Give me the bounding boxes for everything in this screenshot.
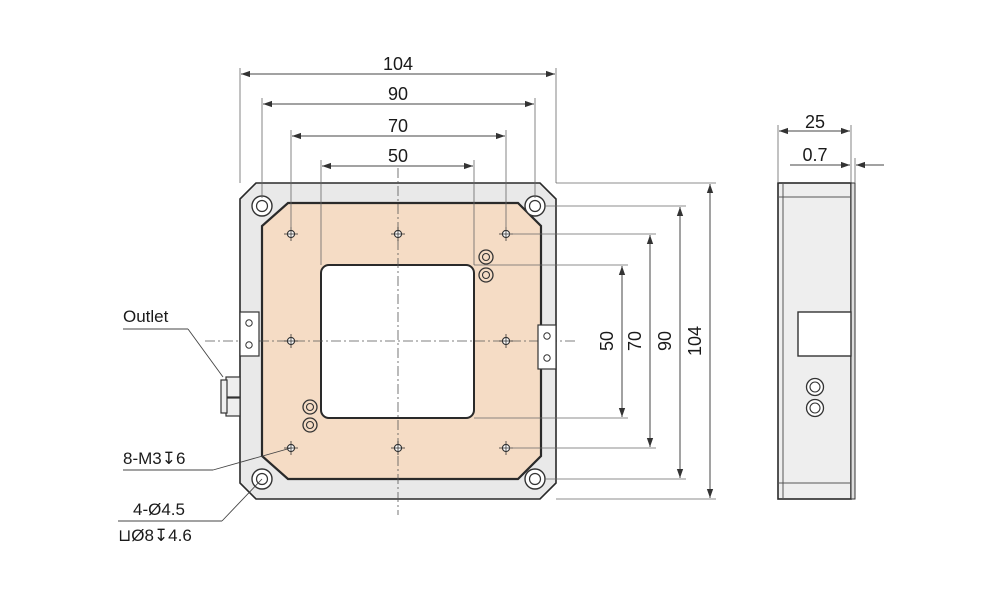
callouts: Outlet 8-M3↧6 4-Ø4.5 ⊔Ø8↧4.6 [118, 307, 292, 545]
side-fittings [805, 377, 825, 418]
right-dimensions: 50 70 90 104 [474, 182, 716, 500]
side-connector [797, 311, 852, 357]
label-m3-holes: 8-M3↧6 [123, 449, 185, 468]
center-aperture [320, 264, 475, 419]
side-dimensions: 25 0.7 [777, 112, 884, 183]
plate-fittings [302, 249, 494, 433]
outlet-connector [220, 376, 241, 417]
dim-right-50: 50 [597, 331, 617, 351]
dim-right-90: 90 [655, 331, 675, 351]
dim-top-70: 70 [388, 116, 408, 136]
front-view [205, 168, 575, 515]
top-dimensions: 104 90 70 50 [239, 54, 557, 265]
right-clamp-tab [537, 324, 557, 370]
dim-right-70: 70 [625, 331, 645, 351]
side-view [777, 182, 856, 500]
label-counterbore: ⊔Ø8↧4.6 [118, 526, 192, 545]
left-clamp-tab [239, 311, 260, 357]
label-outlet: Outlet [123, 307, 169, 326]
dim-side-25: 25 [805, 112, 825, 132]
label-through-holes: 4-Ø4.5 [133, 500, 185, 519]
dim-right-104: 104 [685, 326, 705, 356]
dim-top-50: 50 [388, 146, 408, 166]
dim-top-90: 90 [388, 84, 408, 104]
dim-top-104: 104 [383, 54, 413, 74]
dim-side-07: 0.7 [802, 145, 827, 165]
